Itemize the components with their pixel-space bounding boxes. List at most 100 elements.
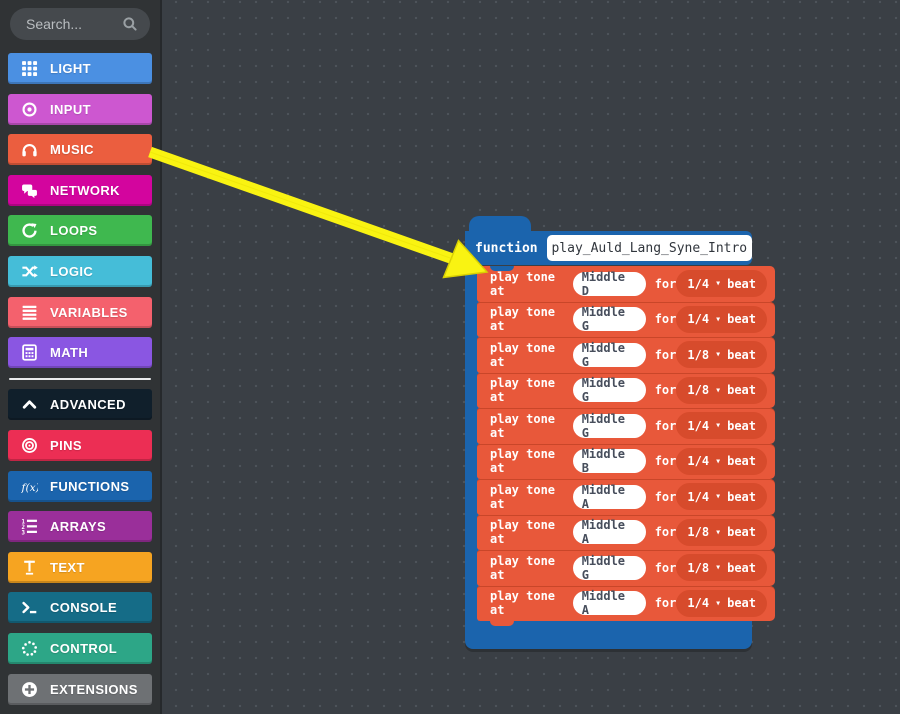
sidebar-item-label: NETWORK xyxy=(50,183,120,198)
text-height-icon xyxy=(21,559,38,576)
play-tone-block[interactable]: play tone at Middle G for 1/8 ▾ beat xyxy=(477,337,775,373)
function-keyword: function xyxy=(475,241,538,256)
play-tone-block[interactable]: play tone at Middle D for 1/4 ▾ beat xyxy=(477,266,775,302)
bullseye-icon xyxy=(21,437,38,454)
beat-label: beat xyxy=(727,419,756,433)
sidebar-item-logic[interactable]: LOGIC xyxy=(8,256,152,287)
sidebar-item-console[interactable]: CONSOLE xyxy=(8,592,152,623)
play-tone-block[interactable]: play tone at Middle A for 1/8 ▾ beat xyxy=(477,515,775,551)
beat-label: beat xyxy=(727,454,756,468)
search-input[interactable] xyxy=(26,16,116,32)
sidebar-item-label: MATH xyxy=(50,345,88,360)
sidebar-item-variables[interactable]: VARIABLES xyxy=(8,297,152,328)
duration-dropdown[interactable]: 1/8 ▾ beat xyxy=(676,519,767,546)
numbered-list-icon xyxy=(21,518,38,535)
note-field[interactable]: Middle G xyxy=(573,307,646,331)
headphones-icon xyxy=(21,141,38,158)
sidebar-item-label: TEXT xyxy=(50,560,85,575)
duration-value: 1/8 xyxy=(687,561,709,575)
duration-dropdown[interactable]: 1/4 ▾ beat xyxy=(676,448,767,475)
dotted-circle-icon xyxy=(21,640,38,657)
play-tone-block[interactable]: play tone at Middle G for 1/4 ▾ beat xyxy=(477,408,775,444)
sidebar-item-advanced[interactable]: ADVANCED xyxy=(8,389,152,420)
play-tone-label: play tone at xyxy=(490,589,564,617)
duration-dropdown[interactable]: 1/4 ▾ beat xyxy=(676,590,767,617)
duration-dropdown[interactable]: 1/8 ▾ beat xyxy=(676,554,767,581)
duration-value: 1/4 xyxy=(687,454,709,468)
play-tone-block[interactable]: play tone at Middle G for 1/8 ▾ beat xyxy=(477,373,775,409)
play-tone-label: play tone at xyxy=(490,412,564,440)
duration-dropdown[interactable]: 1/4 ▾ beat xyxy=(676,306,767,333)
play-tone-block[interactable]: play tone at Middle B for 1/4 ▾ beat xyxy=(477,444,775,480)
duration-dropdown[interactable]: 1/4 ▾ beat xyxy=(676,412,767,439)
sidebar-item-label: LOGIC xyxy=(50,264,93,279)
note-field[interactable]: Middle G xyxy=(573,343,646,367)
play-tone-block[interactable]: play tone at Middle A for 1/4 ▾ beat xyxy=(477,479,775,515)
for-label: for xyxy=(655,525,677,539)
note-field[interactable]: Middle A xyxy=(573,520,646,544)
for-label: for xyxy=(655,561,677,575)
play-tone-block[interactable]: play tone at Middle G for 1/4 ▾ beat xyxy=(477,302,775,338)
duration-value: 1/8 xyxy=(687,525,709,539)
sidebar-item-text[interactable]: TEXT xyxy=(8,552,152,583)
beat-label: beat xyxy=(727,383,756,397)
sidebar-item-network[interactable]: NETWORK xyxy=(8,175,152,206)
duration-dropdown[interactable]: 1/4 ▾ beat xyxy=(676,270,767,297)
sidebar-item-music[interactable]: MUSIC xyxy=(8,134,152,165)
duration-value: 1/4 xyxy=(687,277,709,291)
sidebar-item-functions[interactable]: FUNCTIONS xyxy=(8,471,152,502)
search-box[interactable] xyxy=(10,8,150,40)
note-field[interactable]: Middle A xyxy=(573,591,646,615)
play-tone-block[interactable]: play tone at Middle G for 1/8 ▾ beat xyxy=(477,550,775,586)
duration-dropdown[interactable]: 1/8 ▾ beat xyxy=(676,377,767,404)
sidebar-item-light[interactable]: LIGHT xyxy=(8,53,152,84)
sidebar-item-label: LIGHT xyxy=(50,61,91,76)
beat-label: beat xyxy=(727,490,756,504)
beat-label: beat xyxy=(727,277,756,291)
function-block[interactable]: function play_Auld_Lang_Syne_Intro play … xyxy=(465,216,752,649)
chevron-down-icon: ▾ xyxy=(715,349,721,360)
sidebar-item-pins[interactable]: PINS xyxy=(8,430,152,461)
note-field[interactable]: Middle G xyxy=(573,414,646,438)
toolbox-sidebar: LIGHT INPUT MUSIC NETWORK LOOPS LOGIC VA… xyxy=(0,0,160,714)
note-field[interactable]: Middle A xyxy=(573,485,646,509)
note-field[interactable]: Middle D xyxy=(573,272,646,296)
for-label: for xyxy=(655,277,677,291)
sidebar-item-label: CONTROL xyxy=(50,641,117,656)
sidebar-item-loops[interactable]: LOOPS xyxy=(8,215,152,246)
beat-label: beat xyxy=(727,348,756,362)
sidebar-item-extensions[interactable]: EXTENSIONS xyxy=(8,674,152,705)
duration-value: 1/4 xyxy=(687,490,709,504)
sidebar-item-label: FUNCTIONS xyxy=(50,479,129,494)
advanced-divider xyxy=(9,378,151,380)
sidebar-item-label: VARIABLES xyxy=(50,305,128,320)
function-name-field[interactable]: play_Auld_Lang_Syne_Intro xyxy=(547,235,752,261)
sidebar-item-arrays[interactable]: ARRAYS xyxy=(8,511,152,542)
note-field[interactable]: Middle G xyxy=(573,556,646,580)
note-field[interactable]: Middle G xyxy=(573,378,646,402)
search-icon xyxy=(122,16,138,32)
function-header[interactable]: function play_Auld_Lang_Syne_Intro xyxy=(465,231,752,265)
sidebar-item-label: MUSIC xyxy=(50,142,94,157)
sidebar-item-control[interactable]: CONTROL xyxy=(8,633,152,664)
play-tone-label: play tone at xyxy=(490,518,564,546)
shuffle-icon xyxy=(21,263,38,280)
sidebar-item-label: EXTENSIONS xyxy=(50,682,138,697)
duration-dropdown[interactable]: 1/4 ▾ beat xyxy=(676,483,767,510)
for-label: for xyxy=(655,490,677,504)
duration-value: 1/8 xyxy=(687,348,709,362)
play-tone-block[interactable]: play tone at Middle A for 1/4 ▾ beat xyxy=(477,586,775,622)
play-tone-label: play tone at xyxy=(490,305,564,333)
sidebar-item-input[interactable]: INPUT xyxy=(8,94,152,125)
chevron-down-icon: ▾ xyxy=(715,491,721,502)
sidebar-item-math[interactable]: MATH xyxy=(8,337,152,368)
note-field[interactable]: Middle B xyxy=(573,449,646,473)
chevron-down-icon: ▾ xyxy=(715,527,721,538)
beat-label: beat xyxy=(727,596,756,610)
duration-value: 1/4 xyxy=(687,312,709,326)
duration-dropdown[interactable]: 1/8 ▾ beat xyxy=(676,341,767,368)
plus-circle-icon xyxy=(21,681,38,698)
chat-bubbles-icon xyxy=(21,182,38,199)
chevron-down-icon: ▾ xyxy=(715,598,721,609)
chevron-up-icon xyxy=(21,396,38,413)
